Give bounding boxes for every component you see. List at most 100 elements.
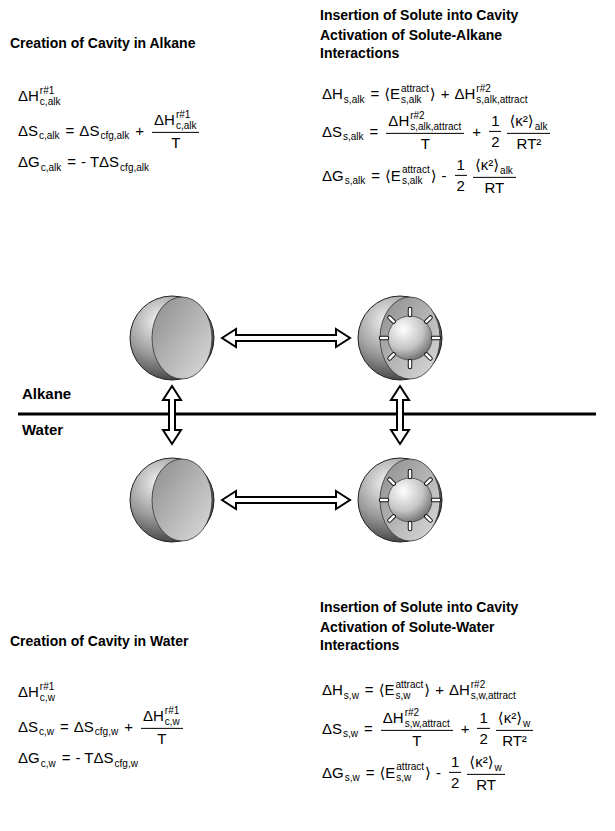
heading-block: Alkane xyxy=(22,385,71,403)
equation-operator: + xyxy=(435,681,444,698)
numerator: ΔHr#1c,alk xyxy=(152,109,199,132)
heading-block: Water xyxy=(22,421,63,439)
script-stack: r#2s,w,attract xyxy=(405,707,450,729)
equation-term: ΔH xyxy=(454,85,475,102)
fraction: ΔHr#1c,wT xyxy=(141,705,183,747)
equation-operator: = xyxy=(370,85,379,102)
fraction: ΔHr#2s,alk,attractT xyxy=(386,110,464,152)
fraction: ⟨κ²⟩wRT xyxy=(467,751,504,793)
subscript: w xyxy=(495,762,502,773)
numerator: ⟨κ²⟩alk xyxy=(473,154,516,177)
heading-block: Insertion of Solute into Cavity xyxy=(320,6,610,24)
subscript: s,alk xyxy=(344,94,365,105)
equation-term: 1 xyxy=(491,112,499,129)
equation: ΔSs,alk=ΔHr#2s,alk,attractT+12⟨κ²⟩alkRT² xyxy=(322,110,553,152)
numerator: 1 xyxy=(489,112,501,130)
equation-term: ⟩ xyxy=(430,85,436,102)
empty-cavity xyxy=(130,296,214,380)
fraction: ⟨κ²⟩alkRT xyxy=(473,154,516,196)
script-stack: cfg,alk xyxy=(120,151,149,173)
equation-term: ΔS xyxy=(79,121,99,138)
subscript: cfg,alk xyxy=(100,130,129,141)
equation-term: ⟩ xyxy=(424,681,430,698)
equation: ΔHs,alk=⟨Eattracts,alk⟩+ΔHr#2s,alk,attra… xyxy=(322,83,528,105)
equation: ΔGc,w=- TΔScfg,w xyxy=(18,747,139,769)
script-stack: r#1c,alk xyxy=(176,109,197,131)
denominator: 2 xyxy=(455,175,467,194)
subscript: cfg,w xyxy=(115,758,138,769)
denominator: RT xyxy=(467,774,504,793)
script-stack: r#2s,w,attract xyxy=(471,679,516,701)
script-stack: alk xyxy=(535,110,548,132)
equation-term: 1 xyxy=(457,156,465,173)
phase-boundary xyxy=(18,413,596,416)
equation-term: ΔH xyxy=(388,112,409,129)
superscript: r#1 xyxy=(176,109,190,120)
denominator: 2 xyxy=(489,131,501,150)
phase-label: Water xyxy=(22,421,63,439)
equation-term: 2 xyxy=(451,774,459,791)
script-stack: s,w xyxy=(343,717,358,739)
equation-term: ΔH xyxy=(322,85,343,102)
fraction: ⟨κ²⟩wRT² xyxy=(496,707,533,749)
equation-operator: = xyxy=(371,166,380,183)
heading-block: Activation of Solute-Water Interactions xyxy=(320,618,550,654)
equation-term: ⟨E xyxy=(379,681,395,698)
subscript: s,w xyxy=(345,772,360,783)
section-heading: Insertion of Solute into Cavity xyxy=(320,6,610,24)
script-stack: attracts,alk xyxy=(402,164,430,186)
superscript: attract xyxy=(395,679,423,690)
equation-term: - TΔS xyxy=(75,749,113,766)
equation-term: T xyxy=(412,732,421,749)
equation: ΔHr#1c,w xyxy=(18,681,56,703)
script-stack: w xyxy=(495,751,502,773)
equation-term: ΔS xyxy=(18,121,38,138)
equation-term: ΔH xyxy=(383,709,404,726)
denominator: 2 xyxy=(477,728,489,747)
equation-term: ⟨κ²⟩ xyxy=(469,753,493,770)
equation-term: ΔG xyxy=(322,166,344,183)
denominator: T xyxy=(152,132,199,151)
superscript: r#1 xyxy=(40,85,54,96)
equation-term: RT² xyxy=(502,732,527,749)
denominator: RT² xyxy=(496,730,533,749)
script-stack: s,w xyxy=(345,761,360,783)
equation-term: ⟨E xyxy=(379,763,395,780)
equation-operator: = xyxy=(66,121,75,138)
subscript: s,w xyxy=(396,772,411,783)
fraction: 12 xyxy=(455,156,467,194)
numerator: ΔHr#2s,alk,attract xyxy=(386,110,464,133)
equation: ΔSc,alk=ΔScfg,alk+ΔHr#1c,alkT xyxy=(18,109,202,151)
script-stack: s,w xyxy=(344,679,359,701)
denominator: T xyxy=(381,730,453,749)
subscript: s,alk,attract xyxy=(476,94,527,105)
double-arrow xyxy=(391,386,409,444)
numerator: ⟨κ²⟩alk xyxy=(507,110,550,133)
equation-term: ⟨κ²⟩ xyxy=(509,112,533,129)
superscript: r#1 xyxy=(165,705,179,716)
script-stack: attracts,alk xyxy=(401,83,429,105)
numerator: ΔHr#2s,w,attract xyxy=(381,707,453,730)
subscript: c,w xyxy=(39,726,54,737)
denominator: RT² xyxy=(507,133,550,152)
equation-term: 2 xyxy=(479,730,487,747)
equation-term: ΔH xyxy=(322,681,343,698)
subscript: s,alk,attract xyxy=(410,121,461,132)
fraction: ΔHr#1c,alkT xyxy=(152,109,199,151)
equation-term: ΔS xyxy=(18,717,38,734)
equation-term: ΔH xyxy=(18,683,39,700)
script-stack: r#1c,alk xyxy=(40,85,61,107)
fraction: 12 xyxy=(477,709,489,747)
equation-operator: + xyxy=(441,85,450,102)
script-stack: alk xyxy=(500,154,513,176)
superscript: attract xyxy=(396,761,424,772)
subscript: w xyxy=(523,718,530,729)
heading-block: Insertion of Solute into Cavity xyxy=(320,598,610,616)
script-stack: s,alk xyxy=(343,120,364,142)
subscript: c,alk xyxy=(39,130,60,141)
subscript: s,alk xyxy=(345,175,366,186)
equation-term: ⟩ xyxy=(425,763,431,780)
subscript: c,alk xyxy=(41,162,62,173)
subscript: cfg,alk xyxy=(120,162,149,173)
